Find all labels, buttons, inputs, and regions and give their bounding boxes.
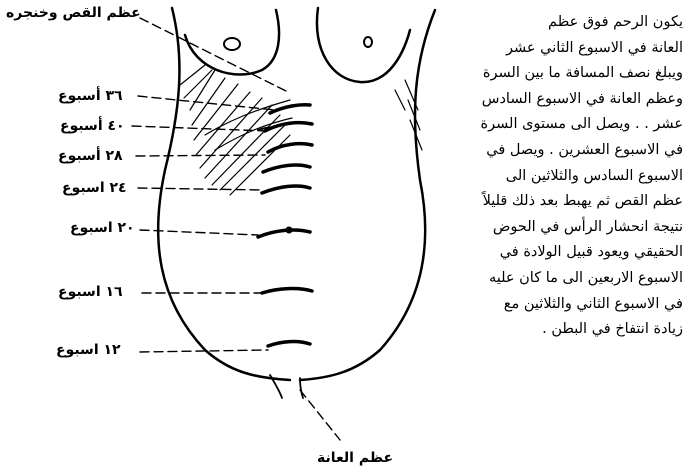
- right-side-shading: [395, 80, 422, 150]
- paragraph-line: عشر . . ويصل الى مستوى السرة: [433, 112, 683, 138]
- pubis-label: عظم العانة: [317, 450, 393, 466]
- navel: [286, 227, 292, 233]
- paragraph-line: يكون الرحم فوق عظم: [433, 10, 683, 36]
- right-nipple: [364, 37, 372, 47]
- xiphoid-label: عظم القص وخنجره: [6, 5, 141, 21]
- paragraph-line: ويبلغ نصف المسافة ما بين السرة: [433, 61, 683, 87]
- paragraph-line: العانة في الاسبوع الثاني عشر: [433, 36, 683, 62]
- week-20-label: ٢٠ اسبوع: [70, 220, 135, 236]
- paragraph-line: نتيجة انحشار الرأس في الحوض: [433, 215, 683, 241]
- torso-right-outline: [300, 10, 435, 380]
- uterus-level-curves: [258, 105, 312, 346]
- paragraph-line: الاسبوع السادس والثلاثين الى: [433, 164, 683, 190]
- paragraph-line: الحقيقي ويعود قبيل الولادة في: [433, 240, 683, 266]
- paragraph-line: في الاسبوع العشرين . ويصل في: [433, 138, 683, 164]
- left-nipple: [224, 38, 240, 50]
- leader-lines: [132, 18, 340, 440]
- paragraph-line: وعظم العانة في الاسبوع السادس: [433, 87, 683, 113]
- week-36-label: ٣٦ أسبوع: [58, 88, 123, 104]
- week-16-label: ١٦ اسبوع: [58, 284, 123, 300]
- paragraph-line: عظم القص ثم يهبط بعد ذلك قليلاً: [433, 189, 683, 215]
- week-28-label: ٢٨ أسبوع: [58, 148, 123, 164]
- description-paragraph: يكون الرحم فوق عظم العانة في الاسبوع الث…: [433, 10, 683, 343]
- week-12-label: ١٢ اسبوع: [56, 342, 121, 358]
- week-24-label: ٢٤ اسبوع: [62, 180, 127, 196]
- week-40-label: ٤٠ أسبوع: [60, 118, 125, 134]
- paragraph-line: في الاسبوع الثاني والثلاثين مع: [433, 292, 683, 318]
- right-breast-outline: [317, 8, 410, 82]
- paragraph-line: زيادة انتفاخ في البطن .: [433, 317, 683, 343]
- left-breast-outline: [185, 10, 279, 75]
- paragraph-line: الاسبوع الاربعين الى ما كان عليه: [433, 266, 683, 292]
